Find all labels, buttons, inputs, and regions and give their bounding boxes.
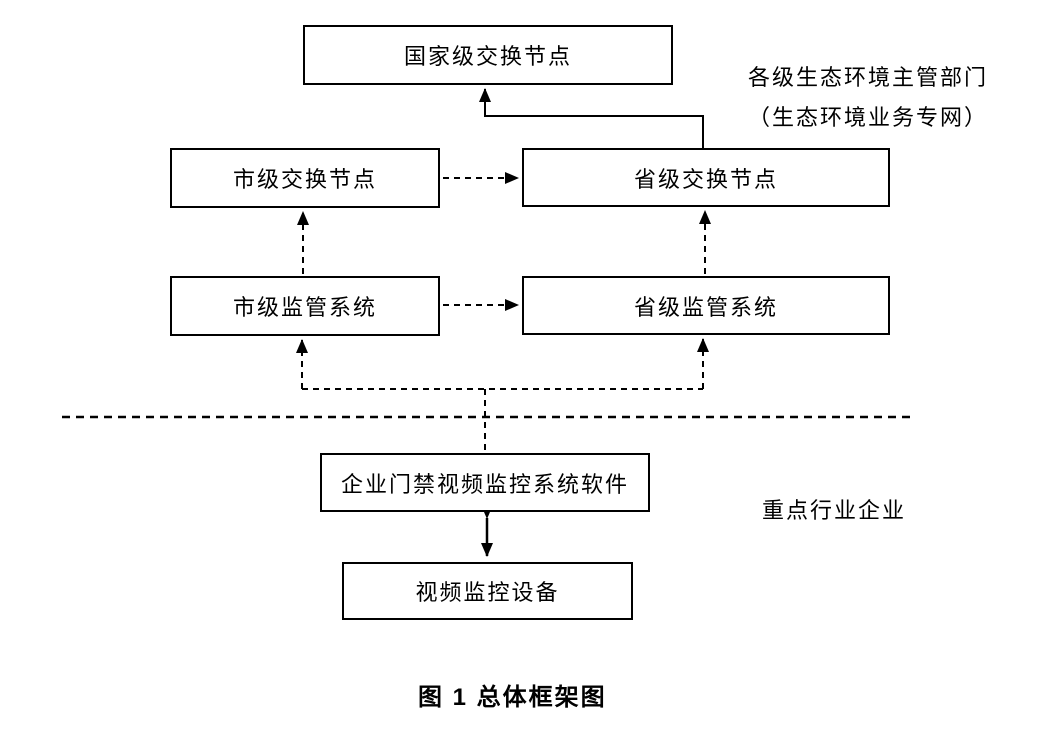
figure-caption: 图 1 总体框架图	[418, 684, 607, 711]
authority-zone-label-line1: 各级生态环境主管部门	[748, 65, 989, 90]
node-national-exchange: 国家级交换节点	[303, 25, 673, 85]
node-provincial-exchange-label: 省级交换节点	[633, 166, 778, 192]
authority-zone-label-line2: （生态环境业务专网）	[748, 105, 989, 130]
enterprise-zone-label: 重点行业企业	[762, 498, 907, 523]
node-provincial-supervision-label: 省级监管系统	[633, 294, 778, 320]
node-enterprise-software-label: 企业门禁视频监控系统软件	[340, 471, 629, 497]
node-provincial-exchange: 省级交换节点	[522, 148, 890, 207]
connector-prov-to-national	[479, 88, 704, 148]
node-enterprise-software: 企业门禁视频监控系统软件	[320, 453, 650, 512]
node-video-device-label: 视频监控设备	[415, 580, 560, 605]
authority-zone-label: 各级生态环境主管部门 （生态环境业务专网）	[748, 58, 988, 138]
node-video-device: 视频监控设备	[342, 562, 633, 620]
node-national-exchange-label: 国家级交换节点	[403, 44, 572, 69]
node-city-supervision-label: 市级监管系统	[232, 295, 377, 320]
node-city-exchange: 市级交换节点	[170, 148, 440, 208]
node-provincial-supervision: 省级监管系统	[522, 276, 890, 335]
node-city-supervision: 市级监管系统	[170, 276, 440, 336]
node-city-exchange-label: 市级交换节点	[232, 167, 377, 192]
